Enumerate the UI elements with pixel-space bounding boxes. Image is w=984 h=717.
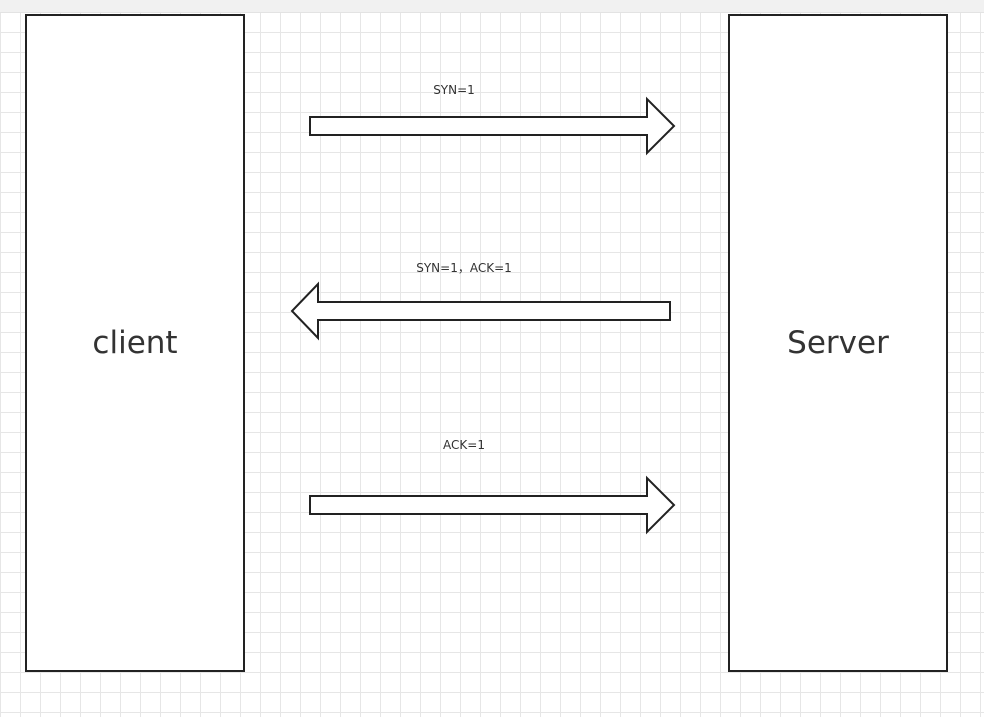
canvas-top-strip bbox=[0, 0, 984, 13]
client-label: client bbox=[92, 325, 178, 361]
syn-ack-arrow[interactable] bbox=[290, 281, 671, 341]
syn-label: SYN=1 bbox=[433, 83, 475, 97]
syn-arrow[interactable] bbox=[309, 96, 676, 156]
client-node[interactable]: client bbox=[25, 14, 245, 672]
syn-ack-label: SYN=1，ACK=1 bbox=[416, 261, 512, 275]
ack-label: ACK=1 bbox=[443, 438, 485, 452]
server-label: Server bbox=[787, 325, 889, 361]
ack-arrow[interactable] bbox=[309, 475, 676, 535]
server-node[interactable]: Server bbox=[728, 14, 948, 672]
